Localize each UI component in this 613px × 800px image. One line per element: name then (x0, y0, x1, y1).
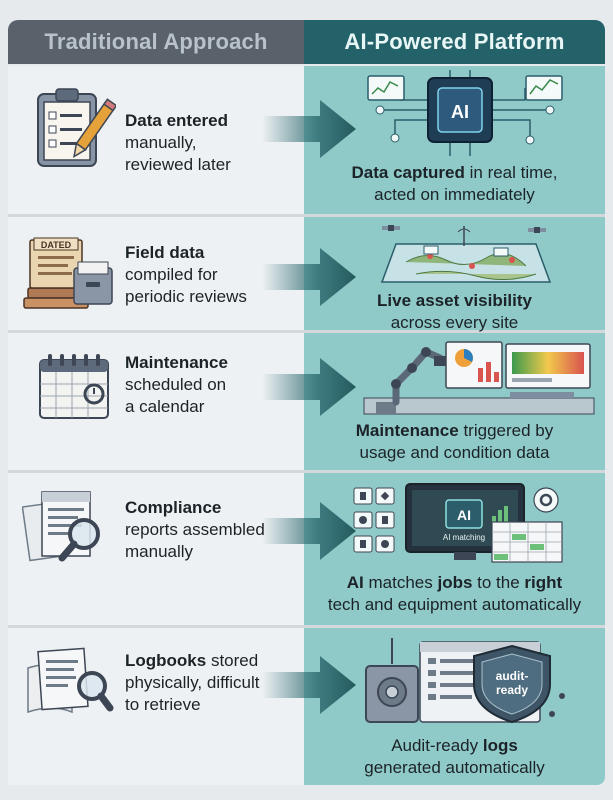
row-1-right-line-2: acted on immediately (374, 185, 535, 204)
row-1-left-bold: Data entered (125, 111, 228, 130)
row-1-left-line-3: reviewed later (125, 155, 231, 174)
monitor-ai-badge: AI (457, 507, 471, 523)
dated-files-cabinet-icon: DATED (23, 237, 113, 309)
row-2-left-line-2: compiled for (125, 265, 218, 284)
paper-logbook-magnifier-icon (27, 647, 114, 714)
row-2-right-line-2: across every site (390, 313, 519, 332)
row-3-left-text: Maintenance scheduled on a calendar (125, 352, 228, 418)
row-2-left-line-3: periodic reviews (125, 287, 247, 306)
row-1-right-rest: in real time, (464, 163, 558, 182)
row-1-left-text: Data entered manually, reviewed later (125, 110, 231, 176)
clipboard-checklist-icon (37, 88, 116, 167)
svg-text:AI: AI (451, 102, 469, 122)
calendar-icon (39, 354, 109, 419)
row-4-arrow (262, 502, 356, 560)
shield-text-2: ready (496, 683, 528, 697)
row-4-left-line-3: manually (125, 542, 194, 561)
row-5-right-line-2: generated automatically (364, 758, 545, 777)
row-3-left-line-3: a calendar (125, 397, 205, 416)
row-4-right-bold-right: right (524, 573, 563, 592)
row-2-left-text: Field data compiled for periodic reviews (125, 242, 247, 308)
row-4-right-bold-ai: AI (346, 573, 364, 592)
row-4-right-text: AI matches jobs to the right tech and eq… (304, 572, 605, 616)
ai-platform-header: AI-Powered Platform (304, 20, 605, 64)
map-with-satellites-illustration (380, 225, 552, 283)
row-2-right-text: Live asset visibility across every site (304, 290, 605, 334)
row-2-left-bold: Field data (125, 243, 205, 262)
row-5-right-plain: Audit-ready (391, 736, 483, 755)
shield-text-1: audit- (496, 669, 529, 683)
row-4-left-text: Compliance reports assembled manually (125, 497, 265, 563)
row-4-right-line-2: tech and equipment automatically (327, 595, 582, 614)
dated-label: DATED (41, 240, 72, 250)
robot-arm-dashboards-illustration (363, 341, 595, 415)
row-3-left-line-2: scheduled on (125, 375, 227, 394)
row-4-right-plain-1: matches (363, 573, 438, 592)
row-3-arrow (262, 358, 356, 416)
row-5-right-bold: logs (482, 736, 518, 755)
row-3-left-bold: Maintenance (125, 353, 228, 372)
monitor-caption: AI matching (443, 533, 485, 542)
row-divider (8, 214, 605, 217)
ai-matching-monitor-illustration: AI AI matching (353, 483, 563, 563)
row-5-left-text: Logbooks stored physically, difficult to… (125, 650, 259, 716)
row-5-left-line-3: to retrieve (125, 695, 201, 714)
row-1-right-bold: Data captured (351, 163, 465, 182)
ai-chip-network-illustration: AI (367, 70, 563, 156)
row-3-right-rest: triggered by (458, 421, 554, 440)
row-5-left-bold: Logbooks (125, 651, 207, 670)
traditional-approach-header: Traditional Approach (8, 20, 304, 64)
row-3-right-text: Maintenance triggered by usage and condi… (304, 420, 605, 464)
row-1-arrow (262, 100, 356, 158)
documents-magnifier-icon (22, 491, 100, 562)
row-divider (8, 470, 605, 473)
row-1-right-text: Data captured in real time, acted on imm… (304, 162, 605, 206)
row-5-right-text: Audit-ready logs generated automatically (304, 735, 605, 779)
row-divider (8, 330, 605, 333)
vault-and-shield-illustration: audit- ready (365, 638, 565, 724)
row-3-right-line-2: usage and condition data (359, 443, 550, 462)
row-4-right-plain-2: to the (472, 573, 525, 592)
row-1-left-line-2: manually, (125, 133, 197, 152)
row-4-left-line-2: reports assembled (125, 520, 265, 539)
row-4-right-bold-jobs: jobs (437, 573, 473, 592)
row-2-arrow (262, 248, 356, 306)
row-divider (8, 625, 605, 628)
row-4-left-bold: Compliance (125, 498, 222, 517)
row-5-left-rest-0: stored (206, 651, 259, 670)
row-5-arrow (262, 656, 356, 714)
row-2-right-bold: Live asset visibility (377, 291, 532, 310)
row-3-right-bold: Maintenance (355, 421, 459, 440)
row-5-left-line-2: physically, difficult (125, 673, 260, 692)
